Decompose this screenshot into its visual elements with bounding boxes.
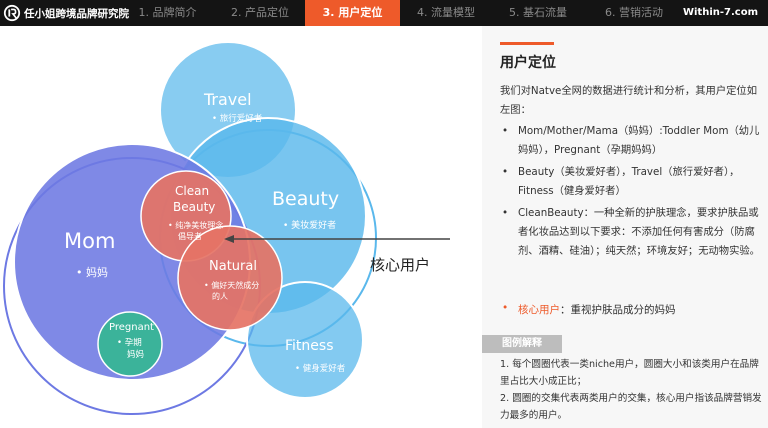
fitness-title: Fitness	[285, 338, 334, 354]
pregnant-circle	[97, 311, 163, 377]
clean-beauty-title-2: Beauty	[173, 200, 216, 214]
core-user-text: ：重视护肤品成分的妈妈	[560, 304, 676, 316]
core-arrow-head	[224, 235, 234, 243]
panel-intro: 我们对Natve全网的数据进行统计和分析，其用户定位如左图：	[500, 85, 758, 116]
venn-svg	[3, 41, 450, 415]
core-user-line: • 核心用户：重视护肤品成分的妈妈	[500, 302, 768, 317]
nav-item-brand-intro[interactable]: 1. 品牌简介	[138, 6, 197, 19]
nav-item-traffic-model[interactable]: 4. 流量模型	[417, 6, 475, 19]
clean-beauty-title-1: Clean	[175, 184, 210, 198]
pregnant-sub-2: 妈妈	[127, 350, 145, 360]
mom-title: Mom	[64, 229, 116, 253]
natural-sub-1: • 偏好天然成分	[204, 281, 260, 290]
beauty-title: Beauty	[272, 188, 340, 210]
natural-circle	[177, 225, 283, 331]
travel-title: Travel	[204, 90, 252, 109]
nav-item-user-positioning[interactable]: 3. 用户定位	[305, 0, 400, 26]
nav-item-product-positioning[interactable]: 2. 产品定位	[231, 6, 289, 19]
top-nav-bar: 任小姐跨境品牌研究院 1. 品牌简介 2. 产品定位 3. 用户定位 4. 流量…	[0, 0, 768, 26]
nav-item-base-traffic[interactable]: 5. 基石流量	[509, 6, 567, 19]
nav-item-marketing[interactable]: 6. 营销活动	[605, 6, 663, 19]
bullet-text: CleanBeauty：一种全新的护肤理念，要求护肤品或者化妆品达到以下要求：不…	[518, 207, 760, 257]
panel-title: 用户定位	[500, 55, 556, 71]
travel-sub: • 旅行爱好者	[212, 114, 263, 124]
core-user-label: 核心用户	[370, 256, 431, 274]
user-venn-diagram: Travel • 旅行爱好者 Beauty • 美妆爱好者 Mom • 妈妈 P…	[0, 26, 482, 428]
natural-title: Natural	[209, 259, 257, 274]
core-user-highlight: 核心用户	[518, 304, 560, 316]
legend-tag: 图例解释	[482, 335, 562, 353]
mom-sub: • 妈妈	[76, 266, 108, 279]
bullet-item: • Mom/Mother/Mama（妈妈）:Toddler Mom（幼儿妈妈），P…	[500, 122, 762, 160]
fitness-circle	[246, 281, 364, 399]
bullet-dot-icon: •	[502, 207, 509, 219]
bullet-item: • CleanBeauty：一种全新的护肤理念，要求护肤品或者化妆品达到以下要求：…	[500, 204, 762, 261]
legend-note: 1. 每个圆圈代表一类niche用户，圆圈大小和该类用户在品牌里占比大小成正比；	[500, 359, 759, 387]
natural-sub-2: 的人	[212, 292, 228, 301]
legend-note: 2. 圆圈的交集代表两类用户的交集，核心用户指该品牌营销发力最多的用户。	[500, 393, 762, 421]
bullet-dot-icon: •	[502, 166, 509, 178]
clean-beauty-sub-2: 倡导者	[178, 232, 202, 241]
bullet-text: Mom/Mother/Mama（妈妈）:Toddler Mom（幼儿妈妈），Pr…	[518, 125, 760, 156]
brand[interactable]: 任小姐跨境品牌研究院	[0, 0, 129, 26]
brand-logo-icon	[3, 4, 21, 22]
bullet-text: Beauty（美妆爱好者），Travel（旅行爱好者），Fitness（健身爱好…	[518, 166, 740, 197]
bullet-item: • Beauty（美妆爱好者），Travel（旅行爱好者），Fitness（健身爱…	[500, 163, 762, 201]
legend-notes: 1. 每个圆圈代表一类niche用户，圆圈大小和该类用户在品牌里占比大小成正比；…	[500, 356, 764, 424]
clean-beauty-sub-1: • 纯净美妆理念	[168, 221, 224, 230]
bullet-dot-icon: •	[502, 125, 509, 137]
bullet-list: • Mom/Mother/Mama（妈妈）:Toddler Mom（幼儿妈妈），P…	[500, 122, 762, 264]
core-dot-icon: •	[502, 302, 509, 314]
fitness-sub: • 健身爱好者	[295, 364, 346, 374]
beauty-sub: • 美妆爱好者	[283, 221, 337, 231]
brand-name: 任小姐跨境品牌研究院	[24, 7, 129, 20]
pregnant-title: Pregnant	[109, 322, 154, 333]
info-panel: 用户定位 我们对Natve全网的数据进行统计和分析，其用户定位如左图： • Mom…	[482, 26, 768, 428]
pregnant-sub-1: • 孕期	[117, 338, 142, 348]
title-accent-line	[500, 42, 554, 45]
site-url[interactable]: Within-7.com	[682, 7, 758, 18]
